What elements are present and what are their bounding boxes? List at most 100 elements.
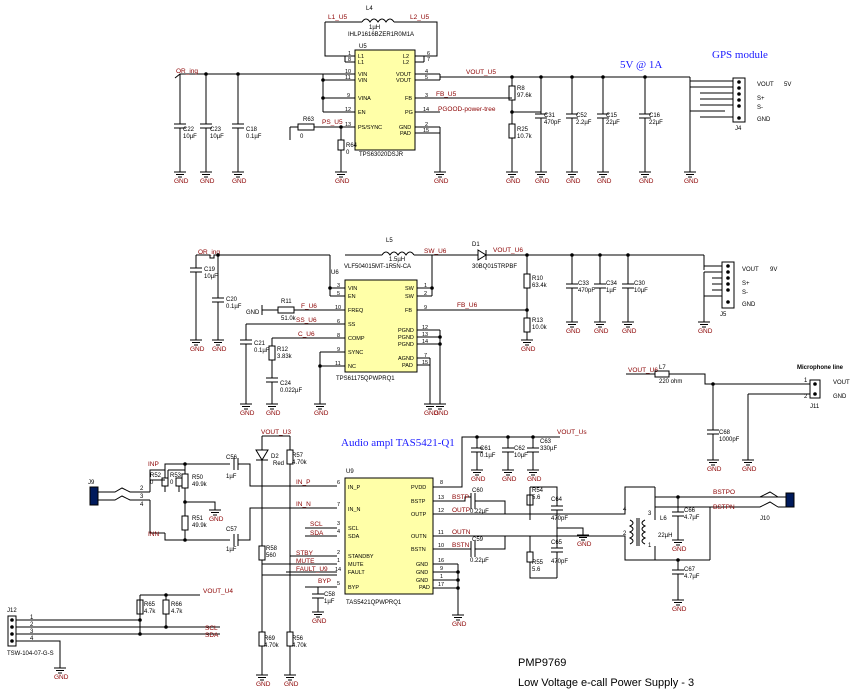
u6-num-5: 5 (337, 291, 340, 297)
u9-num-6: 6 (337, 480, 340, 486)
net-vout-u6: VOUT_U6 (493, 247, 523, 254)
u5-pin-l1b: L1 (358, 60, 364, 66)
l6-value: 22µH (658, 533, 672, 539)
d2-value: Red (273, 461, 284, 467)
u9-num-9: 9 (440, 566, 443, 572)
ground-label: GND (622, 328, 637, 335)
net-vout-u4: VOUT_U4 (203, 588, 233, 595)
r53-ref: R53 (170, 473, 182, 479)
c66-value: 4.7µF (684, 515, 700, 521)
ground-icon: GND (471, 469, 486, 483)
c19-ref: C19 (204, 267, 216, 273)
j10-connector[interactable] (785, 492, 795, 508)
net-vout-u6-mic: VOUT_U6 (628, 367, 658, 374)
c16-value: 22µF (649, 120, 663, 126)
r65-ref: R65 (144, 602, 156, 608)
ground-label: GND (232, 178, 247, 185)
c67-ref: C67 (684, 567, 696, 573)
r52-ref: R52 (150, 473, 162, 479)
r11-ref: R11 (281, 299, 292, 305)
u6-pin-agnd: AGND (398, 356, 414, 362)
c18-value: 0.1µF (246, 134, 262, 140)
u6-num-1: 1 (424, 283, 427, 289)
ground-icon: GND (698, 321, 713, 335)
ground-label: GND (212, 346, 227, 353)
j11-connector[interactable] (809, 379, 821, 399)
net-l2-u5: L2_U5 (410, 14, 430, 21)
u6-num-13: 13 (422, 332, 428, 338)
u5-pin-vina: VINA (358, 96, 371, 102)
c68-value: 1000pF (719, 437, 740, 443)
l5-ref: L5 (386, 238, 393, 244)
c62-value: 10µF (514, 453, 528, 459)
l6-num-4: 4 (623, 507, 627, 513)
ground-icon: GND (434, 403, 449, 417)
u5-pin-pad: PAD (400, 131, 411, 137)
c62-ref: C62 (514, 446, 526, 452)
ground-icon: GND (424, 403, 439, 417)
ground-icon: GND (594, 321, 609, 335)
u6-pin-pgnd2: PGND (398, 335, 414, 341)
c52-ref: C52 (576, 113, 588, 119)
net-pgood: PGOOD-power-tree (438, 106, 496, 113)
u5-num-13: 13 (345, 122, 351, 128)
ground-icon: GND (200, 171, 215, 185)
ground-label: GND (452, 621, 467, 628)
c65-ref: C65 (551, 540, 563, 546)
j12-pin-1: 1 (30, 615, 34, 621)
u9-pin-pad: PAD (419, 585, 430, 591)
u5-num-8: 8 (348, 57, 351, 63)
ground-label: GND (566, 178, 581, 185)
l4-ref: L4 (366, 6, 373, 12)
r54-value: 5.6 (532, 495, 541, 501)
u9-pin-mute: MUTE (348, 562, 364, 568)
net-or-ing-2: OR_ing (198, 249, 220, 256)
c56-value: 1µF (226, 474, 237, 480)
l5-value: 1.5µH (389, 257, 405, 263)
c67-value: 4.7µF (684, 574, 700, 580)
j9-pin-3: 3 (140, 494, 144, 500)
r66-value: 4.7k (171, 609, 183, 615)
j12-pin-2: 2 (30, 622, 34, 628)
ground-label: GND (672, 546, 687, 553)
ground-icon: GND (312, 611, 327, 625)
c21-ref: C21 (254, 341, 266, 347)
c57-ref: C57 (226, 527, 238, 533)
ground-icon: GND (577, 534, 592, 548)
u6-ref: U6 (331, 270, 339, 276)
c16-ref: C16 (649, 113, 661, 119)
net-fb-u5: FB_U5 (436, 91, 457, 98)
u5-pin-gnd: GND (399, 125, 411, 131)
ground-label: GND (521, 346, 536, 353)
board-subtitle: Low Voltage e-call Power Supply - 3 (518, 677, 694, 689)
ground-icon: GND (672, 539, 687, 553)
ground-icon: GND (335, 171, 350, 185)
u5-pin-l1a: L1 (358, 54, 364, 60)
ground-label: GND (256, 681, 271, 688)
r57-value: 4.70k (292, 460, 308, 466)
j12-connector[interactable] (7, 615, 17, 647)
net-l1-u5: L1_U5 (328, 14, 348, 21)
u9-num-16: 16 (438, 558, 444, 564)
net-sw-u6: SW_U6 (424, 248, 447, 255)
ground-label: GND (577, 541, 592, 548)
c60-value: 0.22µF (470, 509, 489, 515)
ground-label: GND (335, 178, 350, 185)
c61-value: 0.1µF (480, 453, 496, 459)
j4-label-vout: VOUT (757, 82, 774, 88)
net-sda-j12: SDA (205, 632, 219, 639)
net-in-p: IN_P (296, 479, 310, 486)
u9-section: Audio ampl TAS5421-Q1 U9 TAS5421QPWPRQ1 … (88, 429, 795, 675)
u5-pin-en: EN (358, 110, 366, 116)
vbus-title: 5V @ 1A (620, 59, 662, 71)
net-scl-u9: SCL (310, 521, 323, 528)
ground-label: GND (707, 466, 722, 473)
net-fb-u6: FB_U6 (457, 302, 478, 309)
j12-pin-4: 4 (30, 636, 34, 642)
u5-num-14: 14 (423, 107, 429, 113)
u6-section: OR_ing C19 10µF C20 0.1µF L5 1.5µH VLF50… (190, 238, 777, 404)
c15-ref: C15 (606, 113, 618, 119)
ground-label: GND (506, 178, 521, 185)
r55-value: 5.6 (532, 567, 541, 573)
j9-connector[interactable] (89, 486, 99, 506)
